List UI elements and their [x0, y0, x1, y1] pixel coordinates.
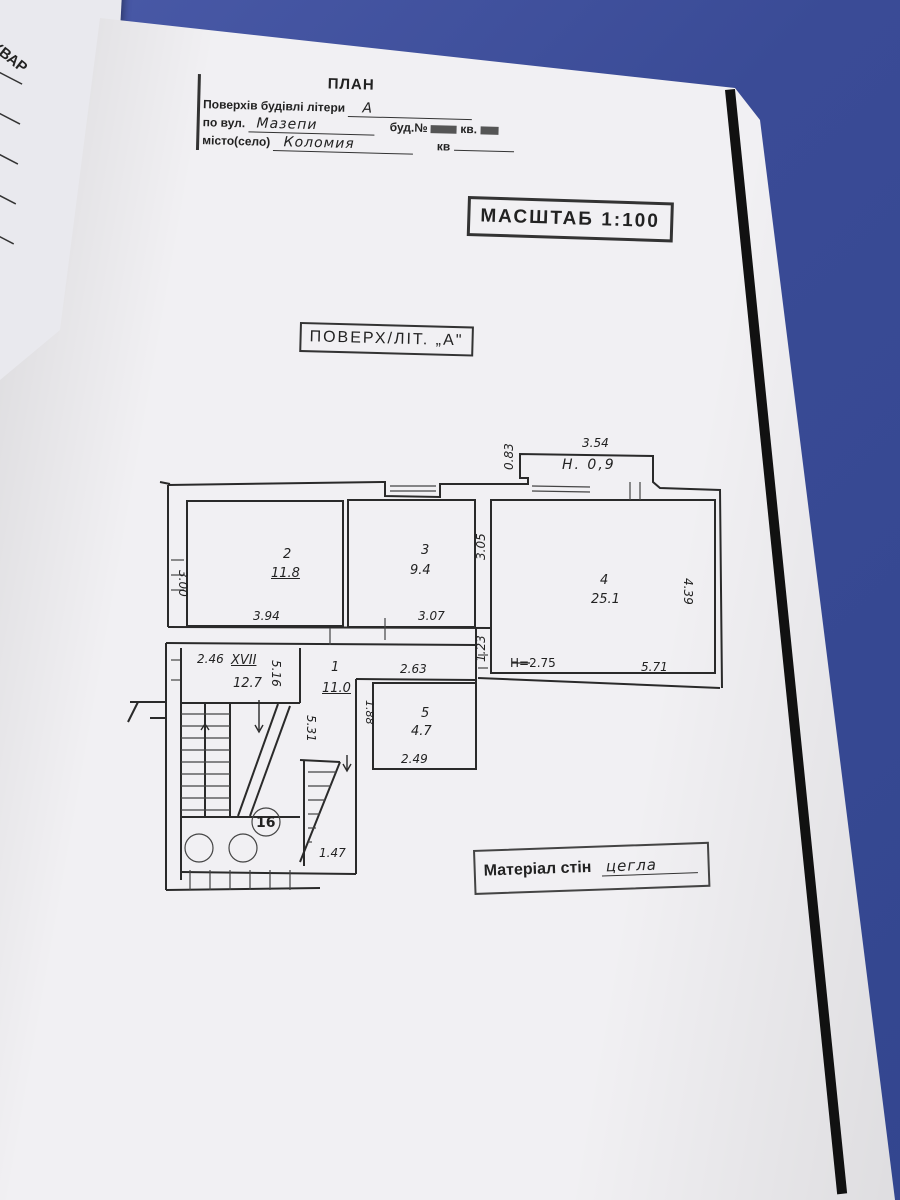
balcony-height: Н. 0,9 [562, 457, 616, 473]
balcony-depth: 0.83 [502, 443, 516, 470]
dimension-label: 5.71 [641, 660, 668, 674]
room-area: 25.1 [591, 592, 620, 607]
room-number: 1 [331, 660, 340, 675]
dimension-label: 1.88 [363, 700, 376, 725]
dimension-label: 3.07 [418, 609, 445, 623]
dimension-label: 5.31 [304, 715, 318, 742]
dimension-label: 1.47 [319, 846, 346, 860]
dimension-label: 4.39 [681, 578, 695, 605]
room-number: 2 [283, 547, 292, 562]
dimension-label: Н=2.75 [510, 656, 556, 670]
room-area: 11.8 [271, 566, 300, 581]
balcony-width: 3.54 [582, 436, 609, 450]
underlying-page-lines [0, 55, 23, 245]
underlying-page: ЕНЬ КВАР [0, 0, 123, 464]
floor-plan-walls [127, 452, 723, 891]
room-number: 16 [256, 815, 276, 831]
room-number: 5 [421, 706, 430, 721]
room-area: 4.7 [411, 724, 432, 739]
dimension-label: 1.23 [474, 635, 488, 662]
fixtures [184, 807, 281, 863]
room-number: XVII [231, 653, 257, 668]
dimension-label: 5.16 [269, 660, 283, 687]
dimension-label: 3.00 [176, 570, 190, 597]
room-area: 9.4 [410, 563, 431, 578]
dimension-label: 2.49 [401, 752, 428, 766]
room-number: 4 [600, 573, 609, 588]
stair-treads [171, 482, 641, 890]
dimension-label: 3.05 [474, 533, 488, 560]
room-number: 3 [421, 543, 430, 558]
room-area: 12.7 [233, 676, 262, 691]
room-area: 11.0 [322, 681, 351, 696]
dimension-label: 2.63 [400, 662, 427, 676]
dimension-label: 3.94 [253, 609, 280, 623]
arrows [200, 700, 352, 773]
dimension-label: 2.46 [197, 652, 224, 666]
